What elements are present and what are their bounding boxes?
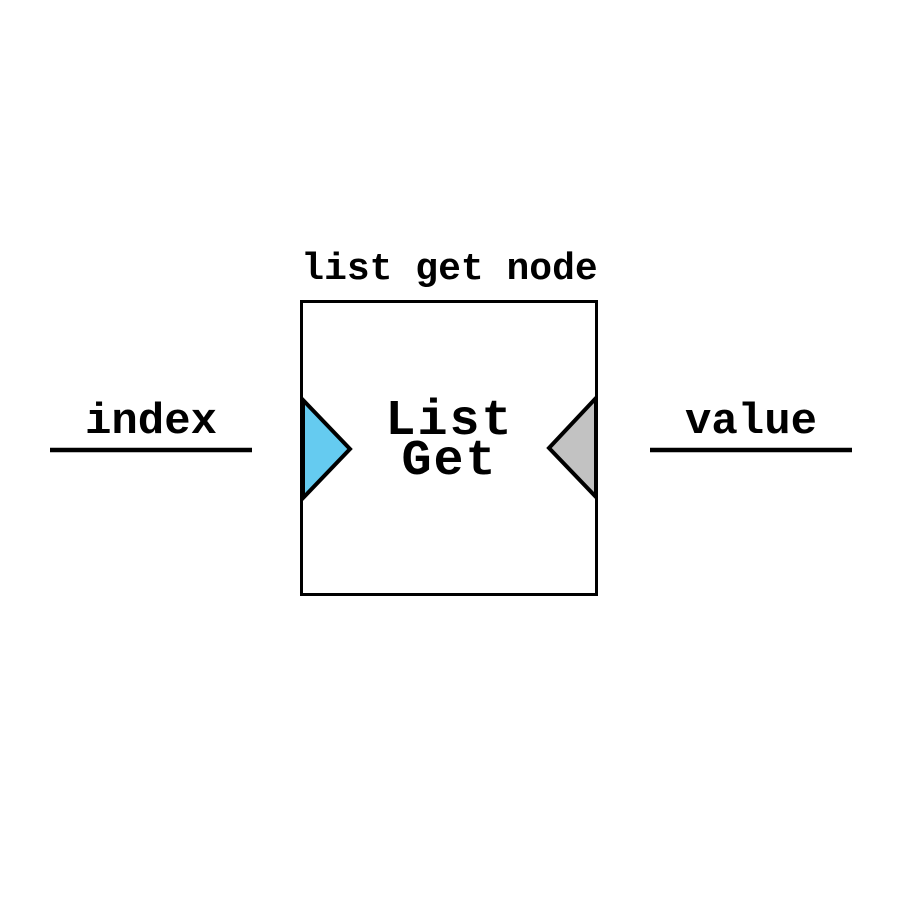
input-port-label: index: [84, 397, 218, 447]
node-label: List Get: [301, 393, 598, 490]
node-label-line-1: List: [385, 393, 514, 450]
node-label-line-2: Get: [401, 433, 498, 490]
diagram-title: list get node: [301, 248, 598, 291]
output-port-label: value: [684, 397, 818, 447]
